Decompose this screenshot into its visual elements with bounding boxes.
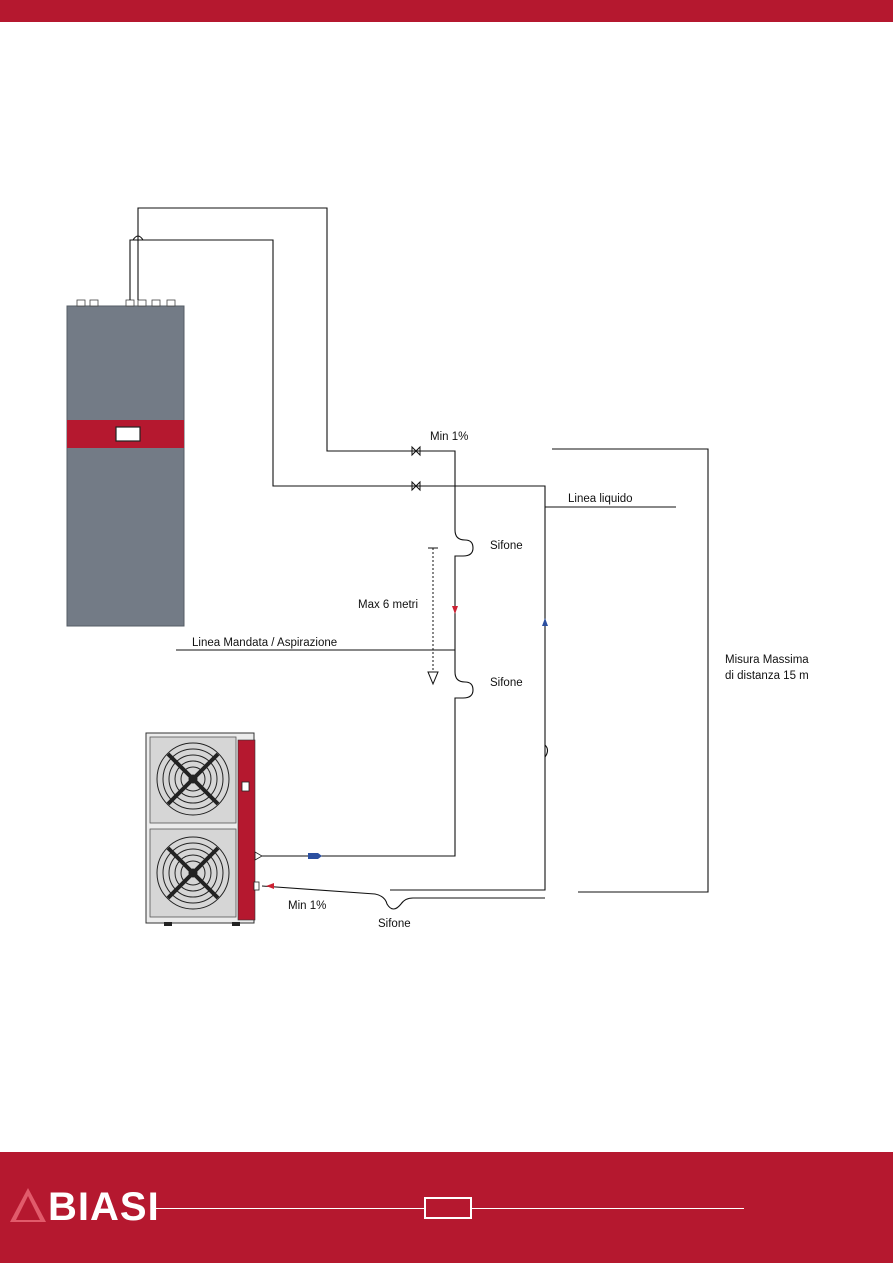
brand-logo: BIASI: [48, 1185, 160, 1229]
outdoor-unit: [145, 732, 263, 926]
label-misura-massima: Misura Massima: [725, 654, 809, 666]
fan-bottom: [156, 836, 230, 910]
fan-top: [156, 742, 230, 816]
indoor-unit: [66, 299, 185, 627]
label-min1-bottom: Min 1%: [288, 900, 326, 912]
page-number-box: [424, 1197, 472, 1219]
label-sifone-1: Sifone: [490, 540, 523, 552]
label-max-6-metri: Max 6 metri: [358, 599, 418, 611]
flow-arrows: [266, 606, 548, 889]
label-linea-mandata: Linea Mandata / Aspirazione: [192, 637, 337, 649]
label-sifone-3: Sifone: [378, 918, 411, 930]
label-distanza-15m: di distanza 15 m: [725, 670, 809, 682]
piping: [129, 207, 709, 910]
brand-triangle-icon: [10, 1188, 46, 1222]
refrigerant-piping-diagram: Min 1% Linea liquido Sifone Max 6 metri …: [66, 207, 809, 930]
valves: [411, 445, 421, 492]
label-min1-top: Min 1%: [430, 431, 468, 443]
header-band: [0, 0, 893, 22]
label-linea-liquido: Linea liquido: [568, 493, 633, 505]
max-height-dimension: [427, 547, 439, 686]
label-sifone-2: Sifone: [490, 677, 523, 689]
